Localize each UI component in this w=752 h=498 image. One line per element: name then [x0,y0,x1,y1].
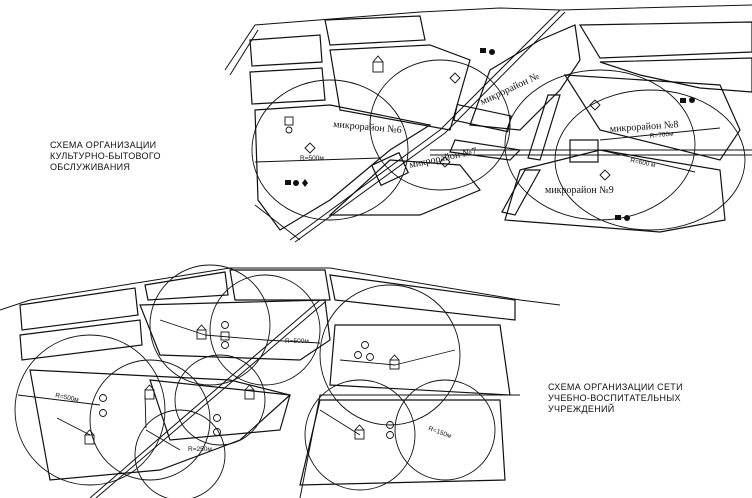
radius-label: R=250м [188,446,212,453]
top-scheme-caption: СХЕМА ОРГАНИЗАЦИИ КУЛЬТУРНО-БЫТОВОГО ОБС… [50,140,161,172]
school-radius-circles [14,264,496,498]
block-outlines [254,24,741,233]
service-radius-circles [251,59,746,231]
radius-label: R=700м [649,130,674,140]
bottom-scheme-caption: СХЕМА ОРГАНИЗАЦИИ СЕТИ УЧЕБНО-ВОСПИТАТЕЛ… [548,382,683,414]
radius-lines [254,127,721,241]
radius-lines [17,319,456,451]
service-centers [370,103,599,187]
radius-label: R=150м [427,425,452,440]
radius-label: R=500м [300,155,324,162]
district-label-8: микрорайон №8 [609,119,678,135]
district-label-6: микрорайон №6 [333,119,402,136]
district-label-9: микрорайон №9 [545,185,614,196]
hatched-residential-blocks [249,15,752,216]
radius-label: R=500м [55,392,80,404]
facility-markers [284,48,695,221]
school-markers [84,321,400,445]
hatched-residential-blocks [19,269,516,361]
top-map: микрорайон №6 микрорайон №7 микрорайон №… [224,4,752,243]
radius-label: R=500м [285,338,309,345]
bottom-map: R=500м R=500м R=250м R=150м [0,264,561,498]
